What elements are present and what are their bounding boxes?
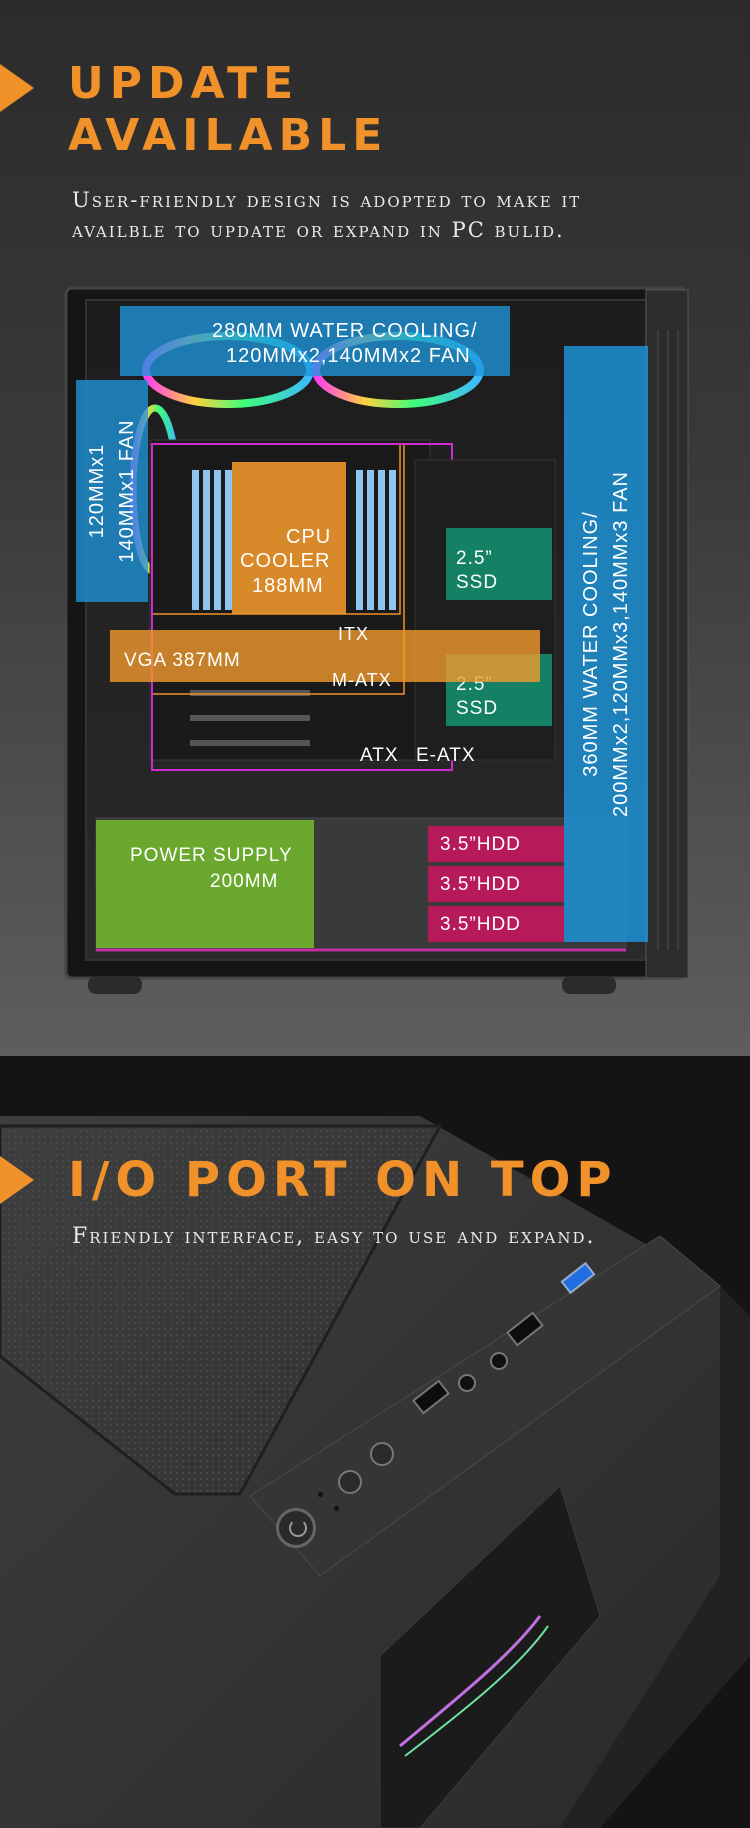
rear-fan-label: 120MMx1 140MMx1 FAN bbox=[76, 380, 148, 602]
cpu-cooler-zone bbox=[232, 462, 346, 614]
front-water-cooling-zone bbox=[564, 346, 648, 942]
case-front-edge bbox=[560, 1286, 750, 1828]
pcie-slots bbox=[190, 690, 310, 746]
hdd-bay-1-label: 3.5”HDD bbox=[440, 834, 521, 855]
cpu-cooler-label-line3: 188MM bbox=[252, 575, 324, 597]
mesh-filter bbox=[0, 1124, 443, 1496]
audio-jack-2[interactable] bbox=[490, 1352, 508, 1370]
hdd-bay-3 bbox=[428, 906, 564, 942]
front-water-cooling-label: 360MM WATER COOLING/ 200MMx2,120MMx3,140… bbox=[564, 346, 648, 942]
orange-arrow-icon bbox=[0, 64, 34, 112]
hdd-bay-2 bbox=[428, 866, 564, 902]
rgb-strip bbox=[399, 1615, 542, 1748]
power-icon bbox=[289, 1519, 307, 1537]
power-supply-zone bbox=[96, 820, 314, 948]
orange-arrow-icon-2 bbox=[0, 1156, 34, 1204]
ssd-bay-1-label-line2: SSD bbox=[456, 572, 499, 593]
reset-button[interactable] bbox=[338, 1470, 362, 1494]
audio-jack-1[interactable] bbox=[458, 1374, 476, 1392]
io-title: I/O PORT ON TOP bbox=[68, 1152, 618, 1208]
front-water-cooling-label-line1: 360MM WATER COOLING/ bbox=[580, 511, 602, 777]
rgb-strip-2 bbox=[404, 1625, 549, 1757]
top-water-cooling-zone bbox=[120, 306, 510, 376]
ssd-bay-2-label-line2: SSD bbox=[456, 698, 499, 719]
power-led-indicator bbox=[318, 1492, 323, 1497]
rear-fan-zone bbox=[76, 380, 148, 602]
atx-label: ATX bbox=[360, 745, 399, 766]
top-water-cooling-label-line1: 280MM WATER COOLING/ bbox=[212, 320, 478, 342]
cpu-cooler-label-line2: COOLER bbox=[240, 550, 331, 572]
vga-label: VGA 387MM bbox=[124, 650, 241, 671]
update-available-section: UPDATE AVAILABLE User-friendly design is… bbox=[0, 0, 750, 1056]
ssd-bay-1 bbox=[446, 528, 552, 600]
vga-zone bbox=[110, 630, 540, 682]
rear-fan-label-line1: 120MMx1 bbox=[86, 443, 108, 539]
update-subtitle-line2: availble to update or expand in PC bulid… bbox=[72, 218, 565, 242]
hdd-bay-3-label: 3.5”HDD bbox=[440, 914, 521, 935]
hdd-led-indicator bbox=[334, 1506, 339, 1511]
eatx-label: E-ATX bbox=[416, 745, 476, 766]
update-subtitle-line1: User-friendly design is adopted to make … bbox=[72, 188, 582, 212]
io-subtitle: Friendly interface, easy to use and expa… bbox=[72, 1224, 596, 1249]
power-button[interactable] bbox=[276, 1508, 316, 1548]
io-port-section: I/O PORT ON TOP Friendly interface, easy… bbox=[0, 1056, 750, 1828]
led-button[interactable] bbox=[370, 1442, 394, 1466]
matx-label: M-ATX bbox=[332, 670, 392, 690]
rear-fan-label-line2: 140MMx1 FAN bbox=[116, 419, 138, 563]
hdd-bay-2-label: 3.5”HDD bbox=[440, 874, 521, 895]
ram-sticks-right bbox=[356, 470, 396, 610]
ssd-bay-1-label-line1: 2.5” bbox=[456, 548, 493, 569]
power-supply-label-line2: 200MM bbox=[210, 871, 279, 892]
front-water-cooling-label-line2: 200MMx2,120MMx3,140MMx3 FAN bbox=[610, 471, 632, 818]
cpu-cooler-label-line1: CPU bbox=[286, 526, 332, 548]
front-vent-lines bbox=[657, 330, 679, 950]
ram-sticks-left bbox=[192, 470, 232, 610]
pc-case-illustration bbox=[64, 286, 689, 994]
itx-label: ITX bbox=[338, 624, 370, 644]
update-title-line2: AVAILABLE bbox=[68, 110, 389, 161]
case-foot-right bbox=[562, 976, 616, 994]
update-title-line1: UPDATE bbox=[68, 58, 300, 109]
power-supply-label-line1: POWER SUPPLY bbox=[130, 845, 293, 866]
top-water-cooling-label-line2: 120MMx2,140MMx2 FAN bbox=[226, 345, 471, 367]
side-glass bbox=[379, 1485, 601, 1828]
case-foot-left bbox=[88, 976, 142, 994]
hdd-bay-1 bbox=[428, 826, 564, 862]
case-top-illustration bbox=[0, 1116, 750, 1828]
